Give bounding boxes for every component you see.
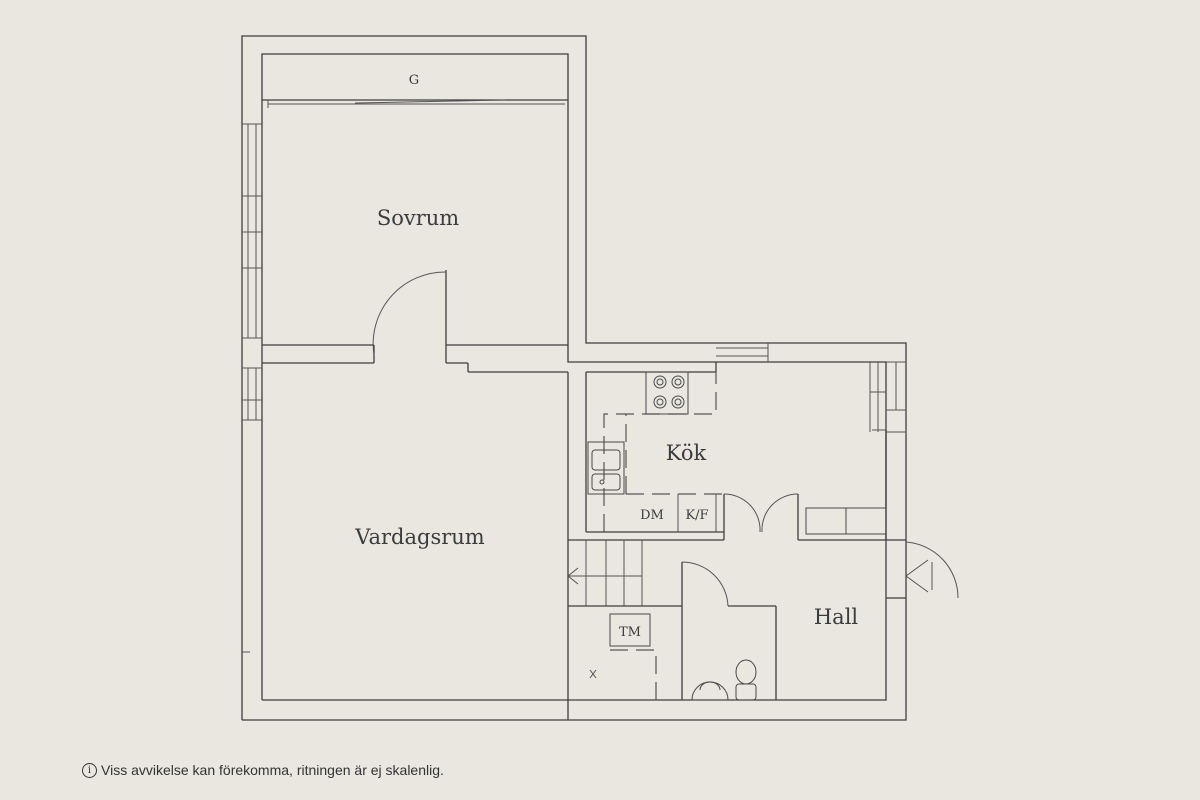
- room-label-sovrum: Sovrum: [377, 206, 459, 230]
- kitchen-double-door: [723, 493, 799, 533]
- wardrobe-label: G: [409, 73, 419, 88]
- wardrobe: G: [262, 73, 568, 108]
- dishwasher-label: DM: [640, 508, 664, 523]
- room-label-kok: Kök: [666, 441, 707, 465]
- washing-machine-label: TM: [619, 625, 641, 640]
- disclaimer-text: Viss avvikelse kan förekomma, ritningen …: [101, 762, 444, 778]
- right-wall-cabinets: [805, 361, 906, 535]
- kitchen-partitions: [567, 343, 887, 720]
- fridge-freezer-label: K/F: [685, 508, 708, 523]
- outer-walls: [241, 35, 907, 721]
- entrance-door: [886, 539, 959, 599]
- stove: [645, 371, 689, 415]
- room-label-vardagsrum: Vardagsrum: [354, 525, 485, 549]
- room-label-hall: Hall: [814, 605, 859, 629]
- stairs: [567, 540, 682, 607]
- bedroom-wall: [262, 270, 568, 373]
- windows-left: [242, 123, 262, 653]
- kitchen-sink: [587, 441, 625, 495]
- disclaimer: i Viss avvikelse kan förekomma, ritninge…: [82, 762, 444, 778]
- info-icon: i: [82, 762, 97, 778]
- dishwasher-fridge: DM K/F: [640, 494, 717, 532]
- bathroom: TM: [589, 561, 777, 701]
